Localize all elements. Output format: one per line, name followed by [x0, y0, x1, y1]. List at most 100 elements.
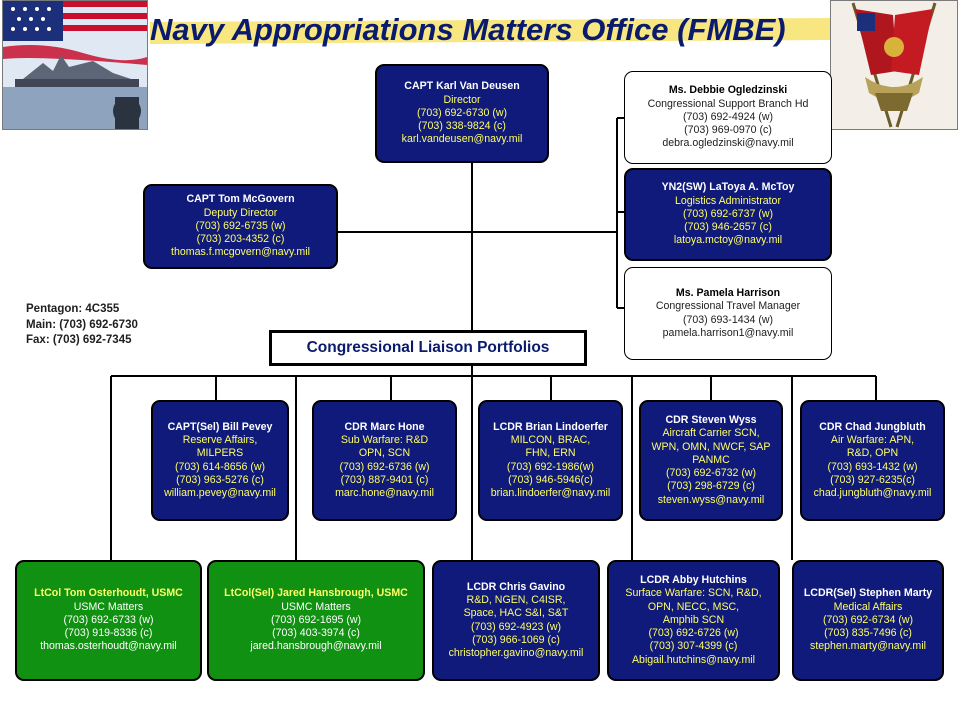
portfolio-name: LtCol(Sel) Jared Hansbrough, USMC — [224, 587, 408, 600]
portfolio-name: LCDR Chris Gavino — [466, 580, 566, 593]
director-box: CAPT Karl Van Deusen Director (703) 692-… — [375, 64, 549, 163]
portfolio-line: (703) 692-4923 (w) — [470, 620, 562, 633]
portfolio-name: CDR Marc Hone — [344, 420, 425, 433]
portfolio-line: MILPERS — [196, 447, 244, 460]
portfolio-line: (703) 307-4399 (c) — [649, 640, 738, 653]
staff-name: YN2(SW) LaToya A. McToy — [661, 181, 795, 194]
portfolio-line: Space, HAC S&I, S&T — [463, 607, 569, 620]
staff-line: (703) 692-4924 (w) — [682, 110, 774, 123]
portfolio-box: LtCol(Sel) Jared Hansbrough, USMC USMC M… — [207, 560, 425, 681]
portfolio-line: USMC Matters — [281, 600, 351, 613]
portfolio-line: MILCON, BRAC, — [510, 434, 591, 447]
portfolio-line: (703) 927-6235(c) — [830, 473, 915, 486]
staff-box-logistics: YN2(SW) LaToya A. McToy Logistics Admini… — [624, 168, 832, 261]
portfolio-box: LCDR Brian Lindoerfer MILCON, BRAC, FHN,… — [478, 400, 623, 521]
portfolio-line: Surface Warfare: SCN, R&D, — [625, 587, 762, 600]
portfolio-name: CDR Chad Jungbluth — [819, 420, 926, 433]
portfolio-name: LtCol Tom Osterhoudt, USMC — [34, 587, 183, 600]
portfolio-line: (703) 403-3974 (c) — [272, 627, 360, 640]
portfolio-email: brian.lindoerfer@navy.mil — [490, 486, 611, 499]
portfolio-line: FHN, ERN — [525, 447, 576, 460]
deputy-name: CAPT Tom McGovern — [186, 193, 295, 206]
deputy-line: (703) 692-6735 (w) — [195, 219, 286, 232]
portfolio-line: Amphib SCN — [662, 613, 725, 626]
office-info: Pentagon: 4C355 Main: (703) 692-6730 Fax… — [26, 302, 138, 349]
deputy-line: (703) 203-4352 (c) — [196, 233, 285, 246]
director-email: karl.vandeusen@navy.mil — [401, 133, 523, 146]
portfolio-box: CDR Chad Jungbluth Air Warfare: APN, R&D… — [800, 400, 945, 521]
portfolio-box: LCDR Chris Gavino R&D, NGEN, C4ISR, Spac… — [432, 560, 600, 681]
director-line: Director — [443, 93, 481, 106]
staff-line: Congressional Support Branch Hd — [647, 97, 809, 110]
portfolio-line: (703) 692-6734 (w) — [822, 613, 914, 626]
portfolio-line: USMC Matters — [73, 600, 144, 613]
director-line: (703) 338-9824 (c) — [418, 120, 506, 133]
staff-box-support-branch: Ms. Debbie Ogledzinski Congressional Sup… — [624, 71, 832, 164]
portfolio-line: OPN, SCN — [358, 447, 411, 460]
portfolio-line: WPN, OMN, NWCF, SAP — [651, 440, 771, 453]
office-main-phone: Main: (703) 692-6730 — [26, 318, 138, 331]
portfolio-line: (703) 887-9401 (c) — [340, 473, 429, 486]
portfolio-line: Sub Warfare: R&D — [340, 434, 429, 447]
staff-line: Logistics Administrator — [675, 194, 781, 207]
page-title: Navy Appropriations Matters Office (FMBE… — [150, 12, 786, 47]
portfolio-email: marc.hone@navy.mil — [335, 486, 434, 499]
portfolio-line: (703) 692-6733 (w) — [63, 613, 154, 626]
portfolio-email: stephen.marty@navy.mil — [810, 640, 926, 653]
portfolio-line: Medical Affairs — [833, 600, 903, 613]
portfolio-box: LCDR Abby Hutchins Surface Warfare: SCN,… — [607, 560, 780, 681]
staff-email: debra.ogledzinski@navy.mil — [662, 137, 794, 150]
office-pentagon: Pentagon: 4C355 — [26, 303, 120, 315]
portfolio-line: (703) 692-6732 (w) — [665, 467, 757, 480]
portfolio-name: LCDR(Sel) Stephen Marty — [803, 587, 933, 600]
portfolio-name: LCDR Brian Lindoerfer — [493, 420, 608, 433]
portfolio-box: LtCol Tom Osterhoudt, USMC USMC Matters … — [15, 560, 202, 681]
portfolio-line: (703) 692-6736 (w) — [339, 460, 430, 473]
office-fax: Fax: (703) 692-7345 — [26, 334, 132, 346]
director-name: CAPT Karl Van Deusen — [404, 80, 520, 93]
staff-line: (703) 693-1434 (w) — [682, 313, 774, 326]
staff-email: pamela.harrison1@navy.mil — [662, 326, 794, 339]
portfolio-header: Congressional Liaison Portfolios — [269, 330, 587, 366]
portfolio-line: (703) 693-1432 (w) — [827, 460, 918, 473]
portfolio-email: william.pevey@navy.mil — [164, 486, 276, 499]
portfolio-line: (703) 692-1695 (w) — [270, 613, 362, 626]
portfolio-line: (703) 966-1069 (c) — [472, 633, 560, 646]
deputy-email: thomas.f.mcgovern@navy.mil — [171, 246, 310, 259]
portfolio-name: CAPT(Sel) Bill Pevey — [167, 420, 273, 433]
portfolio-line: R&D, OPN — [846, 447, 899, 460]
portfolio-box: CDR Marc Hone Sub Warfare: R&D OPN, SCN … — [312, 400, 457, 521]
portfolio-email: jared.hansbrough@navy.mil — [250, 640, 382, 653]
portfolio-line: (703) 692-6726 (w) — [648, 627, 739, 640]
portfolio-name: CDR Steven Wyss — [665, 414, 757, 427]
portfolio-name: LCDR Abby Hutchins — [640, 574, 747, 587]
portfolio-line: (703) 298-6729 (c) — [667, 480, 755, 493]
portfolio-line: (703) 919-8336 (c) — [64, 627, 153, 640]
portfolio-line: OPN, NECC, MSC, — [647, 600, 740, 613]
portfolio-email: chad.jungbluth@navy.mil — [813, 486, 932, 499]
usmc-flags-photo — [830, 0, 958, 130]
deputy-box: CAPT Tom McGovern Deputy Director (703) … — [143, 184, 338, 269]
navy-ship-flag-photo — [2, 0, 148, 130]
staff-line: (703) 946-2657 (c) — [684, 221, 772, 234]
staff-email: latoya.mctoy@navy.mil — [673, 234, 783, 247]
staff-line: (703) 692-6737 (w) — [682, 207, 774, 220]
staff-line: Congressional Travel Manager — [655, 300, 801, 313]
portfolio-line: (703) 835-7496 (c) — [824, 627, 912, 640]
portfolio-line: Aircraft Carrier SCN, — [662, 427, 760, 440]
portfolio-email: thomas.osterhoudt@navy.mil — [40, 640, 177, 653]
portfolio-line: Reserve Affairs, — [182, 434, 258, 447]
title-underline-band — [150, 18, 830, 44]
staff-box-travel: Ms. Pamela Harrison Congressional Travel… — [624, 267, 832, 360]
portfolio-line: (703) 963-5276 (c) — [176, 473, 264, 486]
staff-name: Ms. Debbie Ogledzinski — [668, 84, 788, 97]
portfolio-email: christopher.gavino@navy.mil — [448, 646, 584, 659]
portfolio-box: CDR Steven Wyss Aircraft Carrier SCN, WP… — [639, 400, 783, 521]
portfolio-email: steven.wyss@navy.mil — [657, 493, 765, 506]
staff-name: Ms. Pamela Harrison — [675, 287, 781, 300]
portfolio-line: (703) 946-5946(c) — [508, 473, 593, 486]
portfolio-line: (703) 614-8656 (w) — [174, 460, 266, 473]
portfolio-line: PANMC — [692, 453, 730, 466]
portfolio-box: LCDR(Sel) Stephen Marty Medical Affairs … — [792, 560, 944, 681]
